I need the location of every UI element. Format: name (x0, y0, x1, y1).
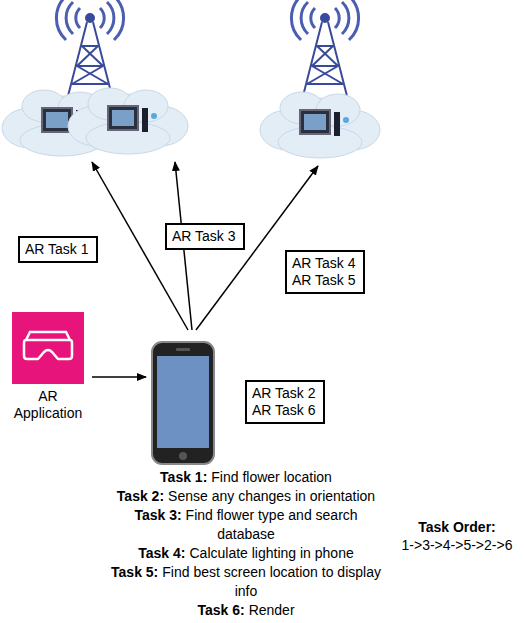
task-box: AR Task 3 (165, 223, 245, 250)
task-item: Task 4:Calculate lighting in phone (108, 544, 384, 563)
task-item: Task 2:Sense any changes in orientation (108, 487, 384, 506)
task-item: Task 6: Render (108, 601, 384, 620)
order-sequence: 1->3->4->5->2->6 (392, 536, 522, 554)
task-description: Find flower location (211, 469, 332, 485)
task-number: Task 1: (160, 469, 207, 485)
task-item: Task 1:Find flower location (108, 468, 384, 487)
task-number: Task 6: (197, 602, 244, 618)
app-symbol (8, 312, 88, 388)
task-item: Task 5:Find best screen location to disp… (108, 563, 384, 601)
task-item: Task 3: Find flower type and search datab… (108, 506, 384, 544)
task-list: Task 1:Find flower locationTask 2:Sense … (108, 468, 384, 620)
task-box: AR Task 2AR Task 6 (245, 380, 325, 424)
task-box: AR Task 1 (18, 236, 98, 263)
app-label: AR Application (8, 388, 88, 422)
task-label: AR Task 2 (252, 385, 318, 402)
task-number: Task 5: (111, 564, 158, 580)
task-box: AR Task 4AR Task 5 (285, 250, 365, 294)
app-icon: AR Application (8, 312, 88, 422)
task-description: Find best screen location to display inf… (162, 564, 381, 599)
task-order: Task Order:1->3->4->5->2->6 (392, 518, 522, 554)
task-label: AR Task 4 (292, 255, 358, 272)
task-description: Sense any changes in orientation (168, 488, 375, 504)
task-number: Task 2: (117, 488, 164, 504)
task-description: Find flower type and search database (186, 507, 358, 542)
task-label: AR Task 5 (292, 272, 358, 289)
task-description: Calculate lighting in phone (189, 545, 353, 561)
task-label: AR Task 6 (252, 402, 318, 419)
task-number: Task 3: (134, 507, 181, 523)
phone (152, 342, 214, 464)
task-label: AR Task 3 (172, 228, 238, 245)
task-description: Render (249, 602, 295, 618)
order-heading: Task Order: (392, 518, 522, 536)
task-label: AR Task 1 (25, 241, 91, 258)
task-number: Task 4: (138, 545, 185, 561)
